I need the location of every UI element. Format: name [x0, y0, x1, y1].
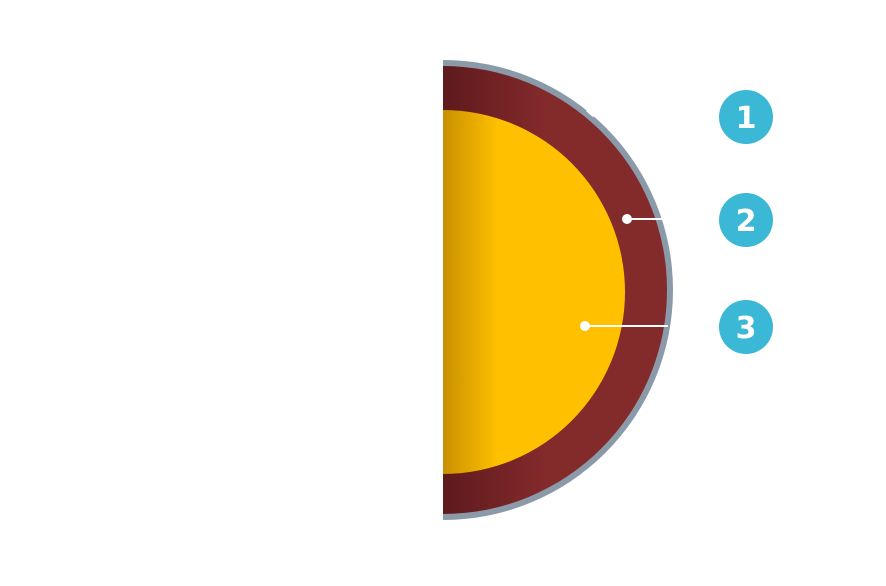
- badge-number-2: 2: [736, 204, 757, 239]
- badge-number-1: 1: [736, 101, 757, 136]
- label-badge-2: 2: [719, 193, 773, 247]
- label-badge-1: 1: [719, 90, 773, 144]
- badge-number-3: 3: [736, 311, 757, 346]
- leader-dot-3: [580, 321, 590, 331]
- core-layer: [443, 110, 625, 474]
- leader-line-3: [580, 321, 668, 331]
- label-badge-3: 3: [719, 300, 773, 354]
- leader-line-2: [622, 214, 662, 224]
- leader-dot-2: [622, 214, 632, 224]
- leader-line-1: [586, 108, 595, 118]
